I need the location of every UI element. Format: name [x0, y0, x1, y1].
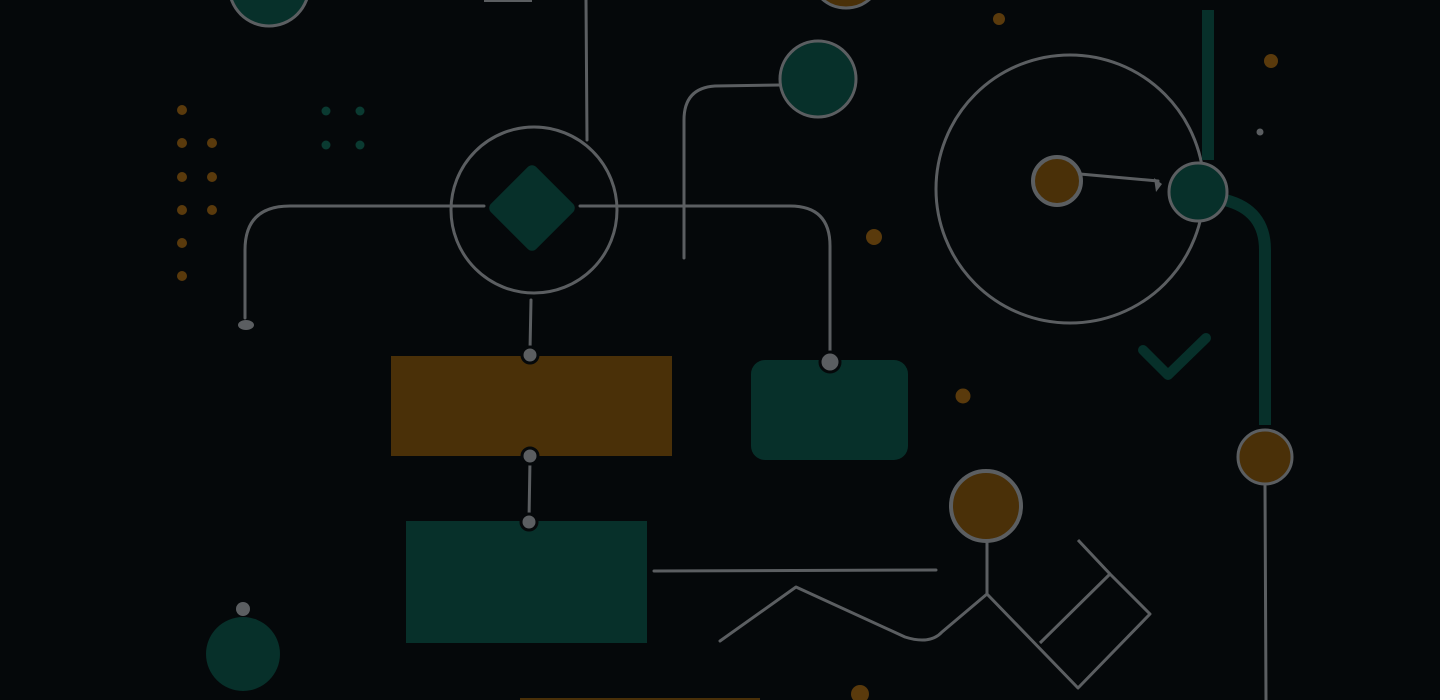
cube-outline-icon [985, 538, 1152, 690]
decision-ring [449, 125, 619, 295]
teal-node-bottom-left-port [236, 602, 250, 616]
teal-pipe [1202, 10, 1271, 425]
teal-dot-grid [321, 106, 365, 150]
left-terminal-node [238, 320, 254, 330]
teal-card [751, 360, 908, 460]
connector-lines [243, 0, 1268, 700]
ring-edge-teal-node-outline [1167, 161, 1229, 223]
teal-node-top [778, 39, 858, 119]
small-grey-dot [1256, 128, 1264, 136]
teal-card-top-port [818, 350, 842, 374]
ring-arrow-tip [1154, 178, 1162, 192]
process-block-amber [391, 356, 672, 456]
amber-dot-grid [177, 105, 217, 281]
amber-block-bottom-port [520, 446, 540, 466]
amber-node-top [821, 0, 871, 10]
teal-block-top-port [519, 512, 539, 532]
bottom-amber-bar-stub [520, 698, 760, 700]
amber-node-bottom [949, 469, 1023, 543]
teal-node-bottom-left [206, 617, 280, 691]
checkmark-icon [1138, 333, 1211, 380]
amber-node-right [1236, 428, 1294, 486]
process-block-teal [406, 521, 647, 643]
ring-center-node [1031, 155, 1083, 207]
amber-block-top-port [520, 345, 540, 365]
top-bar-stub [484, 0, 532, 2]
scattered-amber-dots [851, 13, 1278, 700]
decision-diamond [489, 165, 575, 251]
teal-node-top-left [229, 0, 309, 28]
